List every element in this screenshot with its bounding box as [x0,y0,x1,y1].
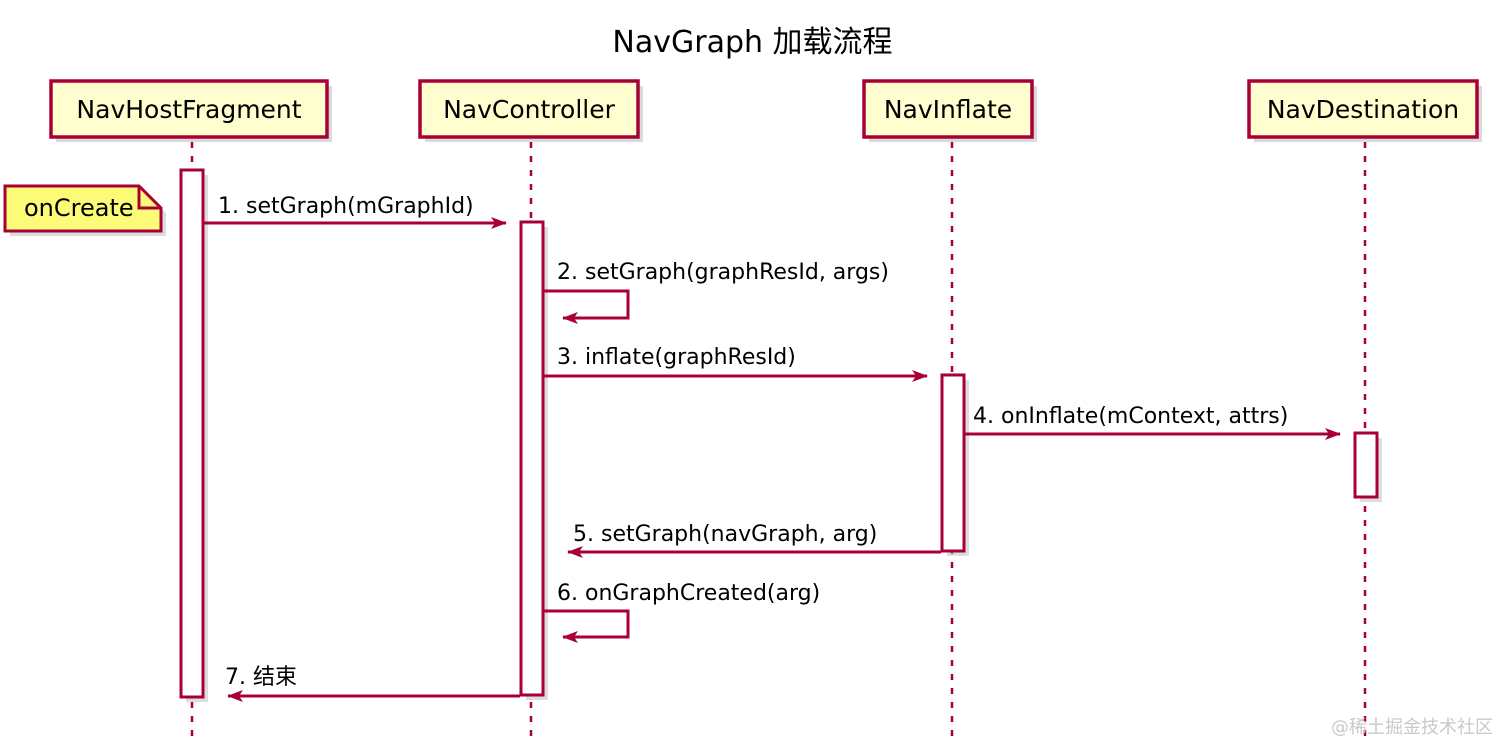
message-label-6: 6. onGraphCreated(arg) [557,581,821,606]
message-label-4: 4. onInflate(mContext, attrs) [973,404,1289,429]
message-label-2: 2. setGraph(graphResId, args) [557,260,889,285]
message-label-7: 7. 结束 [225,665,297,690]
activation-bars [179,168,1382,702]
participant-boxes [49,79,1482,142]
page-title: NavGraph 加载流程 [612,25,893,60]
arrow-message-6 [543,609,630,643]
watermark: @稀土掘金技术社区 [1331,717,1493,738]
participant-label-navdestination: NavDestination [1266,95,1460,124]
participant-box-navdestination [1247,79,1479,139]
participant-box-navhostfragment [49,79,329,139]
activation-navinflate [940,373,966,553]
message-label-1: 1. setGraph(mGraphId) [218,194,474,219]
note-label-oncreate: onCreate [24,194,134,222]
note-oncreate [3,184,166,236]
participant-box-navcontroller [418,79,640,139]
message-label-3: 3. inflate(graphResId) [557,345,796,370]
participant-box-navinflate [862,79,1034,139]
activation-navcontroller [519,220,545,697]
arrow-message-2 [543,289,630,324]
participant-label-navcontroller: NavController [443,95,615,124]
participant-label-navhostfragment: NavHostFragment [76,95,302,124]
note-body-oncreate [3,184,163,233]
activation-navhostfragment [179,168,205,699]
participant-label-navinflate: NavInflate [883,95,1013,124]
activation-navdestination [1353,431,1379,499]
message-label-5: 5. setGraph(navGraph, arg) [573,522,878,547]
message-arrows [203,217,1341,702]
lifelines [190,142,1367,742]
note-fold-oncreate [137,186,161,210]
